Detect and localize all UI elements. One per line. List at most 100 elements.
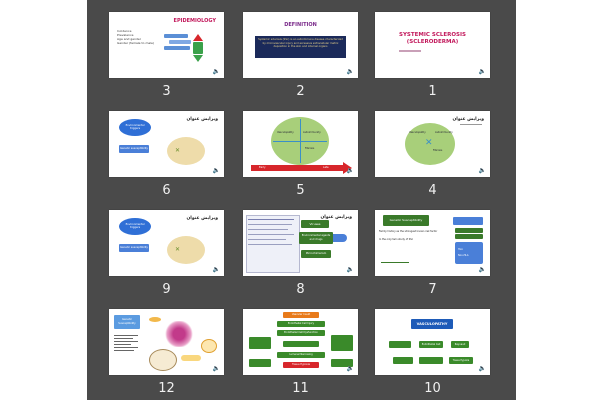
slide-thumbnail-12[interactable]: Genetic Susceptibility 🔈 <box>109 309 224 375</box>
slide-thumbnail-6[interactable]: ویرایش عنوان Environmental triggers Gene… <box>109 111 224 177</box>
hla-label: HLA <box>458 248 463 251</box>
green-side-box <box>331 359 353 367</box>
green-arrow-down-icon <box>193 55 203 62</box>
vasculopathy-label: Vasculopathy <box>409 131 426 134</box>
text-line <box>248 244 292 245</box>
text-line <box>248 229 288 230</box>
slide-number: 1 <box>428 84 437 99</box>
slide-number: 3 <box>162 84 171 99</box>
speaker-icon: 🔈 <box>478 167 486 174</box>
slide-thumbnail-10[interactable]: VASCULOPATHY Endothelial Cell Raynaud Ti… <box>375 309 490 375</box>
slide-number: 11 <box>292 381 309 396</box>
slide-thumbnail-3[interactable]: EPIDEMIOLOGY Incidence Prevalence Age an… <box>109 12 224 78</box>
speaker-icon: 🔈 <box>478 365 486 372</box>
vasculopathy-label: Vasculopathy <box>277 131 294 134</box>
genetic-box: Genetic Susceptibility <box>114 315 140 329</box>
slide-number: 2 <box>296 84 305 99</box>
slide-title: ویرایش عنوان <box>186 117 218 122</box>
slide-number: 7 <box>428 282 437 297</box>
cross-icon: ✕ <box>175 147 181 154</box>
microchimerism-box: Microchimerism <box>301 250 331 258</box>
blue-bar <box>169 40 191 44</box>
cloud-shape <box>119 119 151 136</box>
cross-icon: ✕ <box>425 138 433 148</box>
genetic-box: Genetic susceptibility <box>119 244 149 252</box>
cell-oval <box>149 349 177 371</box>
slide-sorter-panel: EPIDEMIOLOGY Incidence Prevalence Age an… <box>87 0 516 400</box>
environmental-box: Environmental agents and drugs <box>299 232 333 244</box>
slide-title-line2: (SCLERODERMA) <box>406 39 459 45</box>
slide-number: 8 <box>296 282 305 297</box>
bullet: Gender (female to male) <box>117 41 155 45</box>
viruses-box: Viruses <box>301 220 329 228</box>
divider <box>273 141 327 142</box>
fibrosis-label: Fibrosis <box>433 149 443 152</box>
bullet-text: In the only twin study of SSc <box>379 238 414 241</box>
slide-thumbnail-9[interactable]: ویرایش عنوان Environmental triggers Gene… <box>109 210 224 276</box>
lumenal-box: Lumenal Narrowing <box>277 352 325 358</box>
bullet: Prevalence <box>117 33 134 37</box>
text-line <box>248 224 292 225</box>
slide-number: 12 <box>158 381 175 396</box>
slide-thumbnail-4[interactable]: ویرایش عنوان ✕ Vasculopathy Autoimmunity… <box>375 111 490 177</box>
slide-thumbnail-11[interactable]: Vascular Insult Endothelial Cell Injury … <box>243 309 358 375</box>
yellow-oval <box>149 317 161 322</box>
genetic-header: Genetic Susceptibility <box>383 215 429 226</box>
blue-bar <box>164 34 188 38</box>
green-box <box>393 357 413 364</box>
blue-header <box>453 217 483 225</box>
slide-number: 4 <box>428 183 437 198</box>
subtitle-line <box>460 124 482 125</box>
speaker-icon: 🔈 <box>346 167 354 174</box>
green-box <box>283 341 319 347</box>
late-label: Late <box>323 165 329 169</box>
ec-dysfunction-box: Endothelial Cell Dysfunction <box>277 330 325 336</box>
early-label: Early <box>259 165 266 169</box>
beige-oval <box>167 137 205 165</box>
green-box <box>193 42 203 54</box>
green-box <box>419 357 443 364</box>
slide-title: ویرایش عنوان <box>186 216 218 221</box>
text-line <box>248 234 294 235</box>
ec-injury-box: Endothelial Cell Injury <box>277 321 325 327</box>
blue-tab <box>333 234 347 242</box>
green-bar <box>455 234 483 239</box>
slide-title: ویرایش عنوان <box>452 117 484 122</box>
speaker-icon: 🔈 <box>346 266 354 273</box>
slide-thumbnail-8[interactable]: ویرایش عنوان Viruses Environmental agent… <box>243 210 358 276</box>
yellow-shape <box>181 355 201 361</box>
speaker-icon: 🔈 <box>346 68 354 75</box>
red-arrow-up-icon <box>193 34 203 41</box>
slide-thumbnail-5[interactable]: Vasculopathy Autoimmunity Fibrosis Early… <box>243 111 358 177</box>
slide-title: ویرایش عنوان <box>320 215 352 220</box>
arrow-head-icon <box>343 162 352 174</box>
blue-panel <box>455 242 483 264</box>
text-lines <box>114 335 138 365</box>
cloud-shape <box>119 218 151 235</box>
text-line <box>248 219 294 220</box>
fibrosis-label: Fibrosis <box>305 147 315 150</box>
vascular-insult-box: Vascular Insult <box>283 312 319 318</box>
speaker-icon: 🔈 <box>478 68 486 75</box>
hypoxia-box: Tissue Hypoxia <box>449 357 473 364</box>
genetic-box: Genetic susceptibility <box>119 145 149 153</box>
ring-shape <box>201 339 217 353</box>
ec-box: Endothelial Cell <box>419 341 443 348</box>
slide-thumbnail-1[interactable]: SYSTEMIC SCLEROSIS (SCLERODERMA) 🔈 <box>375 12 490 78</box>
slide-thumbnail-2[interactable]: DEFINITION Systemic sclerosis (SSc) is a… <box>243 12 358 78</box>
speaker-icon: 🔈 <box>212 167 220 174</box>
blue-bar <box>164 46 190 50</box>
green-circle <box>405 123 455 165</box>
cross-icon: ✕ <box>175 246 181 253</box>
slide-number: 10 <box>424 381 441 396</box>
slide-thumbnail-7[interactable]: Genetic Susceptibility Family history as… <box>375 210 490 276</box>
slide-title-line1: SYSTEMIC SCLEROSIS <box>398 32 467 38</box>
green-bar <box>455 228 483 233</box>
non-hla-label: Non-HLA <box>458 254 469 257</box>
text-line <box>248 239 286 240</box>
footnote-line <box>381 262 409 263</box>
bullet-text: Family history as the strongest known ri… <box>379 230 438 233</box>
bullet: Age and gender <box>117 37 141 41</box>
raynaud-box: Raynaud <box>451 341 469 348</box>
hypoxia-box: Tissue Hypoxia <box>283 362 319 368</box>
